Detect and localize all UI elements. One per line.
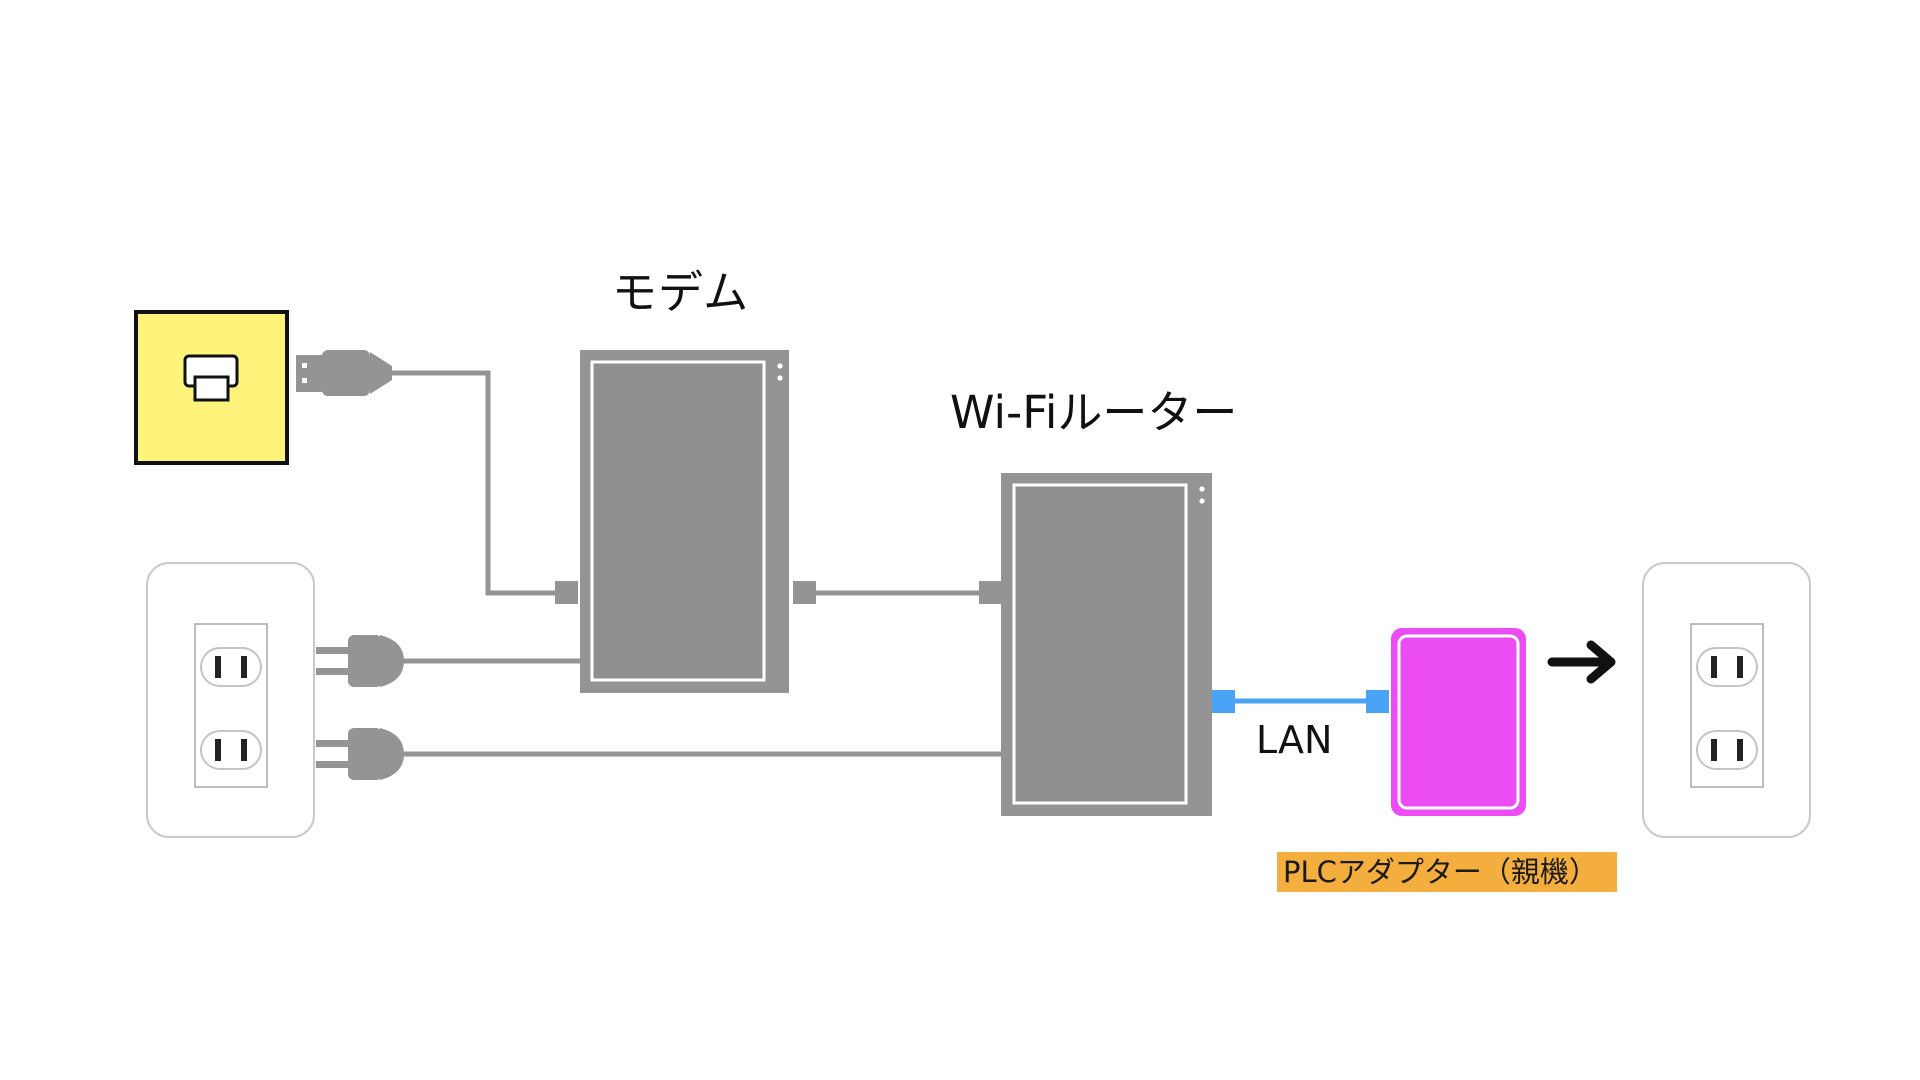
left-outlet-socket-bottom [200,730,262,770]
phone-jack-icon [134,310,289,465]
plc-adapter-label: PLCアダプター（親機） [1277,852,1617,892]
plc-adapter-device [1391,628,1526,816]
modular-plug [296,350,392,396]
left-wall-outlet [146,562,315,838]
right-wall-outlet [1642,562,1811,838]
left-outlet-socket-top [200,647,262,687]
lan-cable [1212,690,1389,713]
power-plug-router [316,728,404,780]
right-outlet-socket-bottom [1696,730,1758,770]
modem-label: モデム [612,266,750,319]
router-label: Wi-Fiルーター [950,386,1238,439]
right-arrow-icon [1547,640,1616,684]
cable-line-to-modem [390,370,556,596]
lan-label: LAN [1256,718,1333,762]
right-outlet-socket-top [1696,647,1758,687]
modem-device [555,350,816,693]
power-plug-modem [316,635,404,687]
gray-cables [390,370,1001,757]
router-device [979,473,1212,816]
